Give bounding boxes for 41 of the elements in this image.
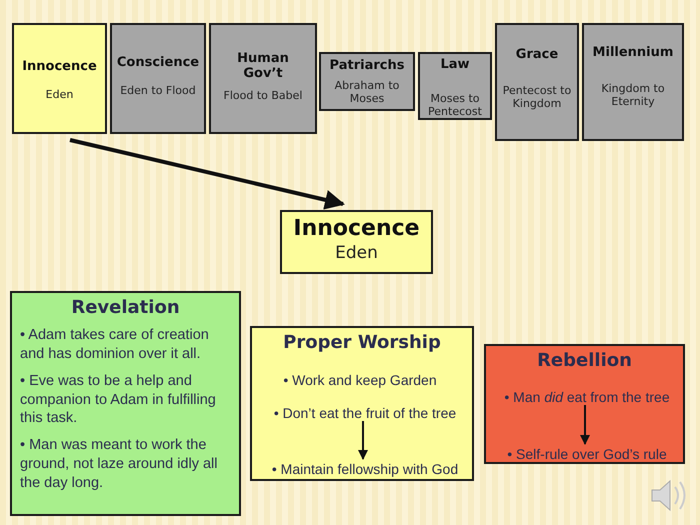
bullet-text: • Adam takes care of creation and has dominion over it all. bbox=[20, 326, 210, 364]
arrow bbox=[70, 138, 345, 210]
box-heading: Human Gov’t bbox=[236, 51, 290, 81]
era-box bbox=[582, 23, 684, 141]
era-box bbox=[418, 52, 492, 120]
content-panel bbox=[250, 326, 474, 481]
bullet-text: • Man did eat from the tree bbox=[492, 389, 682, 407]
arrow bbox=[580, 405, 590, 445]
era-box bbox=[495, 23, 579, 141]
period-text: Abraham to Moses bbox=[334, 79, 400, 105]
box-heading: Conscience bbox=[116, 55, 200, 70]
box-heading: Patriarchs bbox=[330, 58, 404, 73]
box-heading: Rebellion bbox=[536, 350, 633, 371]
highlight-box bbox=[280, 210, 433, 274]
bullet-text: • Self-rule over God’s rule bbox=[492, 446, 682, 464]
period-text: Eden bbox=[46, 88, 74, 101]
era-box bbox=[110, 23, 206, 134]
box-heading: Innocence bbox=[293, 216, 420, 241]
era-box bbox=[209, 23, 317, 134]
period-text: Flood to Babel bbox=[224, 89, 302, 102]
period-text: Eden to Flood bbox=[120, 84, 196, 97]
era-box bbox=[12, 23, 107, 134]
period-text: Eden bbox=[335, 243, 378, 263]
box-heading: Revelation bbox=[70, 297, 181, 318]
bullet-text: • Work and keep Garden bbox=[260, 372, 460, 390]
bullet-text: • Man was meant to work the ground, not laze around idly all the day long. bbox=[20, 436, 218, 493]
box-heading: Law bbox=[440, 57, 470, 72]
period-text: Kingdom to Eternity bbox=[600, 82, 666, 108]
content-panel bbox=[484, 344, 685, 464]
period-text: Moses to Pentecost bbox=[427, 92, 483, 118]
content-panel bbox=[10, 291, 241, 516]
bullet-text: • Don’t eat the fruit of the tree bbox=[260, 405, 470, 423]
arrow bbox=[358, 421, 368, 460]
box-heading: Innocence bbox=[22, 59, 97, 74]
bullet-text: • Maintain fellowship with God bbox=[260, 461, 470, 479]
period-text: Pentecost to Kingdom bbox=[502, 84, 572, 110]
box-heading: Grace bbox=[516, 47, 558, 62]
box-heading: Proper Worship bbox=[282, 332, 442, 353]
bullet-text: • Eve was to be a help and companion to Adam in fulfilling this task. bbox=[20, 372, 217, 428]
box-heading: Millennium bbox=[592, 45, 674, 60]
era-box bbox=[319, 52, 415, 111]
